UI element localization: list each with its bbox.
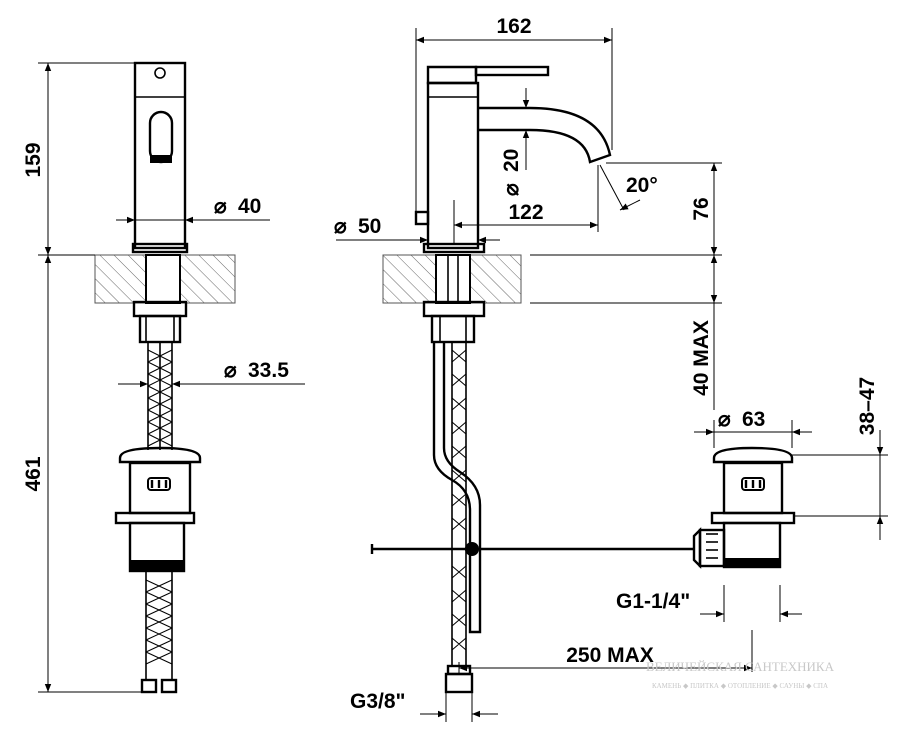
front-view	[94, 61, 236, 694]
rod-joint	[465, 542, 479, 556]
waste-thread-right	[724, 558, 780, 568]
front-dimensions: 159 461 ⌀ 40 ⌀ 33.5	[22, 62, 305, 693]
dim-plug-adjust: 38–47	[856, 377, 879, 435]
aerator	[150, 155, 172, 163]
watermark: ВЕЛИЧЕЙСКАЯ САНТЕХНИКА КАМЕНЬ ◆ ПЛИТКА ◆…	[646, 659, 835, 690]
dim-phi-50-symbol: ⌀	[334, 215, 347, 238]
lever-handle	[474, 65, 550, 77]
plug-cap-right	[712, 446, 794, 464]
waste-dimensions: ⌀ 63 38–47 G1-1/4"	[616, 377, 888, 622]
hose-nut-right	[160, 678, 178, 694]
dim-spout-dia: 40	[238, 195, 261, 218]
fixing-nut-front	[132, 300, 188, 318]
side-dimensions: 162 122 ⌀ 50 ⌀ 20 20° 76 40 MAX 250 MAX …	[334, 15, 753, 722]
shank-side	[435, 254, 471, 304]
dim-phi-20-symbol: ⌀	[500, 183, 523, 196]
dim-phi-40-symbol: ⌀	[214, 195, 227, 218]
rod-connector	[698, 528, 726, 568]
dim-outlet-height: 76	[690, 197, 713, 220]
dim-hose-dia: 33.5	[248, 359, 289, 382]
waste-lower-front	[128, 521, 186, 573]
waste-thread-front	[130, 560, 184, 570]
dim-reach-outlet: 122	[508, 201, 543, 224]
dim-waste-thread: G1-1/4"	[616, 590, 690, 613]
hose-front-upper	[147, 342, 173, 450]
plug-cap-front	[118, 446, 202, 464]
lift-rod	[432, 342, 482, 634]
dim-reach-total: 162	[496, 15, 531, 38]
waste-view	[692, 446, 796, 569]
hose-end-nut-2	[444, 672, 474, 694]
hose-side	[451, 342, 467, 665]
dim-rod-length: 250 MAX	[566, 644, 654, 667]
nut-body-side	[430, 314, 476, 344]
shank-front	[145, 254, 181, 304]
waste-flange-right	[710, 511, 796, 525]
dim-outlet-dia: 20	[500, 149, 523, 172]
cartridge-cap	[426, 65, 478, 85]
watermark-line1: ВЕЛИЧЕЙСКАЯ САНТЕХНИКА	[646, 659, 835, 674]
fixing-nut-side	[422, 300, 486, 318]
dim-phi-63-symbol: ⌀	[718, 408, 731, 431]
spout	[478, 106, 612, 164]
hose-nut-left	[140, 678, 158, 694]
side-knob	[414, 210, 430, 226]
hose-front-lower	[145, 572, 173, 680]
dim-hose-thread: G3/8"	[350, 690, 405, 713]
dim-plug-dia: 63	[742, 408, 765, 431]
indicator-dot	[154, 67, 166, 79]
outlet-slot	[148, 110, 174, 164]
faucet-body-front	[133, 61, 187, 250]
dim-base-dia: 50	[358, 215, 381, 238]
watermark-line2: КАМЕНЬ ◆ ПЛИТКА ◆ ОТОПЛЕНИЕ ◆ САУНЫ ◆ СП…	[652, 682, 828, 690]
base-flange-front	[131, 242, 189, 254]
dim-phi-33-symbol: ⌀	[224, 359, 237, 382]
dim-outlet-angle: 20°	[626, 174, 658, 197]
faucet-body-side	[426, 81, 480, 250]
side-view	[370, 65, 694, 694]
dim-height-lower: 461	[22, 456, 45, 491]
dim-height-total: 159	[22, 142, 45, 177]
dim-deck-thickness: 40 MAX	[690, 320, 713, 396]
waste-flange-front	[114, 511, 196, 525]
